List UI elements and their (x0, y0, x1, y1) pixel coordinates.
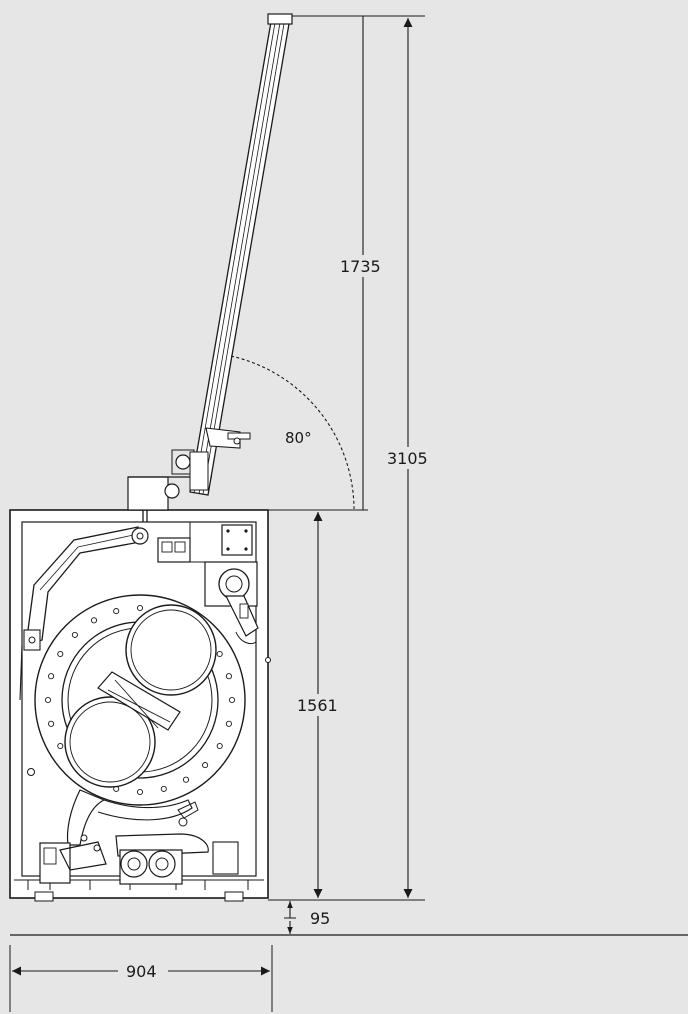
drum-bolt-hole (136, 788, 144, 796)
right-motor-assembly (204, 561, 259, 645)
drum-bolt-hole (216, 650, 223, 658)
dimension-machine-width: 904 (9, 945, 273, 1012)
compartment-upper (125, 604, 217, 696)
drum-bolt-hole (57, 742, 64, 750)
bottom-drive-unit (39, 801, 239, 885)
dimension-base-offset: 95 (284, 901, 330, 934)
dimension-label-1735: 1735 (340, 257, 381, 276)
drum-bolt-hole (225, 673, 232, 680)
drum-bolt-hole (48, 673, 55, 680)
drum-bolt-hole (90, 617, 98, 624)
drum-bolt-hole (216, 742, 223, 750)
drum-bolt-hole (113, 608, 120, 615)
drum-bolt-hole (48, 720, 55, 727)
drum-bolt-hole (160, 785, 167, 792)
dimension-total-height: 3105 (384, 18, 434, 898)
center-bracket (97, 671, 181, 731)
discharge-chute (66, 789, 106, 846)
dimension-mast-height: 1735 (292, 15, 425, 510)
dimension-label-1561: 1561 (297, 696, 338, 715)
dimension-machine-height: 1561 (268, 509, 425, 901)
dimension-label-904: 904 (126, 962, 157, 981)
drum (34, 594, 246, 806)
drum-bolt-hole (44, 696, 52, 704)
drum-bolt-hole (225, 720, 232, 727)
drum-bolt-hole (136, 604, 144, 612)
top-fitting (127, 449, 212, 522)
dimension-label-95: 95 (310, 909, 330, 928)
drum-bolt-hole (202, 762, 209, 769)
drum-bolt-hole (182, 776, 190, 783)
dimension-label-3105: 3105 (387, 449, 428, 468)
drum-bolt-hole (228, 696, 236, 704)
left-swing-arm (19, 526, 149, 701)
angle-arc (230, 355, 355, 510)
angle-annotation: 80° (230, 355, 368, 511)
drum-bolt-hole (71, 631, 78, 638)
tilted-mast (189, 13, 293, 496)
angle-label: 80° (285, 429, 312, 447)
compartment-lower (64, 696, 156, 788)
upper-mid-bracket (157, 522, 256, 563)
drum-bolt-hole (57, 650, 64, 658)
